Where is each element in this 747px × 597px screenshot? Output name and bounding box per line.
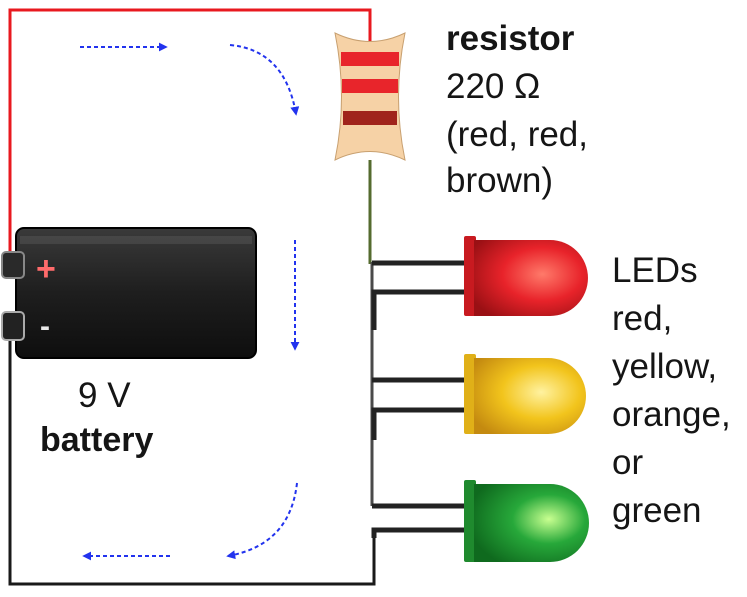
resistor-band-2	[342, 79, 398, 93]
led-red-icon	[464, 236, 588, 316]
positive-wire	[8, 8, 372, 262]
negative-wire	[8, 325, 376, 586]
led-color-red: red,	[612, 299, 673, 338]
led-color-orange: orange,	[612, 395, 731, 434]
led-color-green: green	[612, 491, 702, 530]
resistor-band-1	[341, 52, 399, 66]
resistor-icon	[334, 32, 406, 161]
current-arrow-icon	[80, 42, 300, 561]
resistor-label: resistor	[446, 19, 575, 58]
resistor-value: 220 Ω	[446, 67, 541, 106]
led-yellow-icon	[464, 354, 586, 434]
resistor-band-3	[343, 111, 397, 125]
resistor-bands-line1: (red, red,	[446, 115, 588, 154]
battery-label: battery	[40, 421, 154, 459]
resistor-to-leds-wire	[368, 160, 374, 506]
battery-minus-symbol: -	[40, 310, 50, 343]
led-green-icon	[464, 480, 589, 562]
resistor-bands-line2: brown)	[446, 161, 553, 200]
battery-plus-symbol: +	[36, 250, 56, 288]
battery-voltage-label: 9 V	[78, 376, 131, 415]
led-leads	[371, 260, 468, 538]
led-color-yellow: yellow,	[612, 347, 718, 386]
battery-icon	[1, 227, 257, 359]
leds-title: LEDs	[612, 251, 698, 290]
led-color-or: or	[612, 443, 644, 482]
